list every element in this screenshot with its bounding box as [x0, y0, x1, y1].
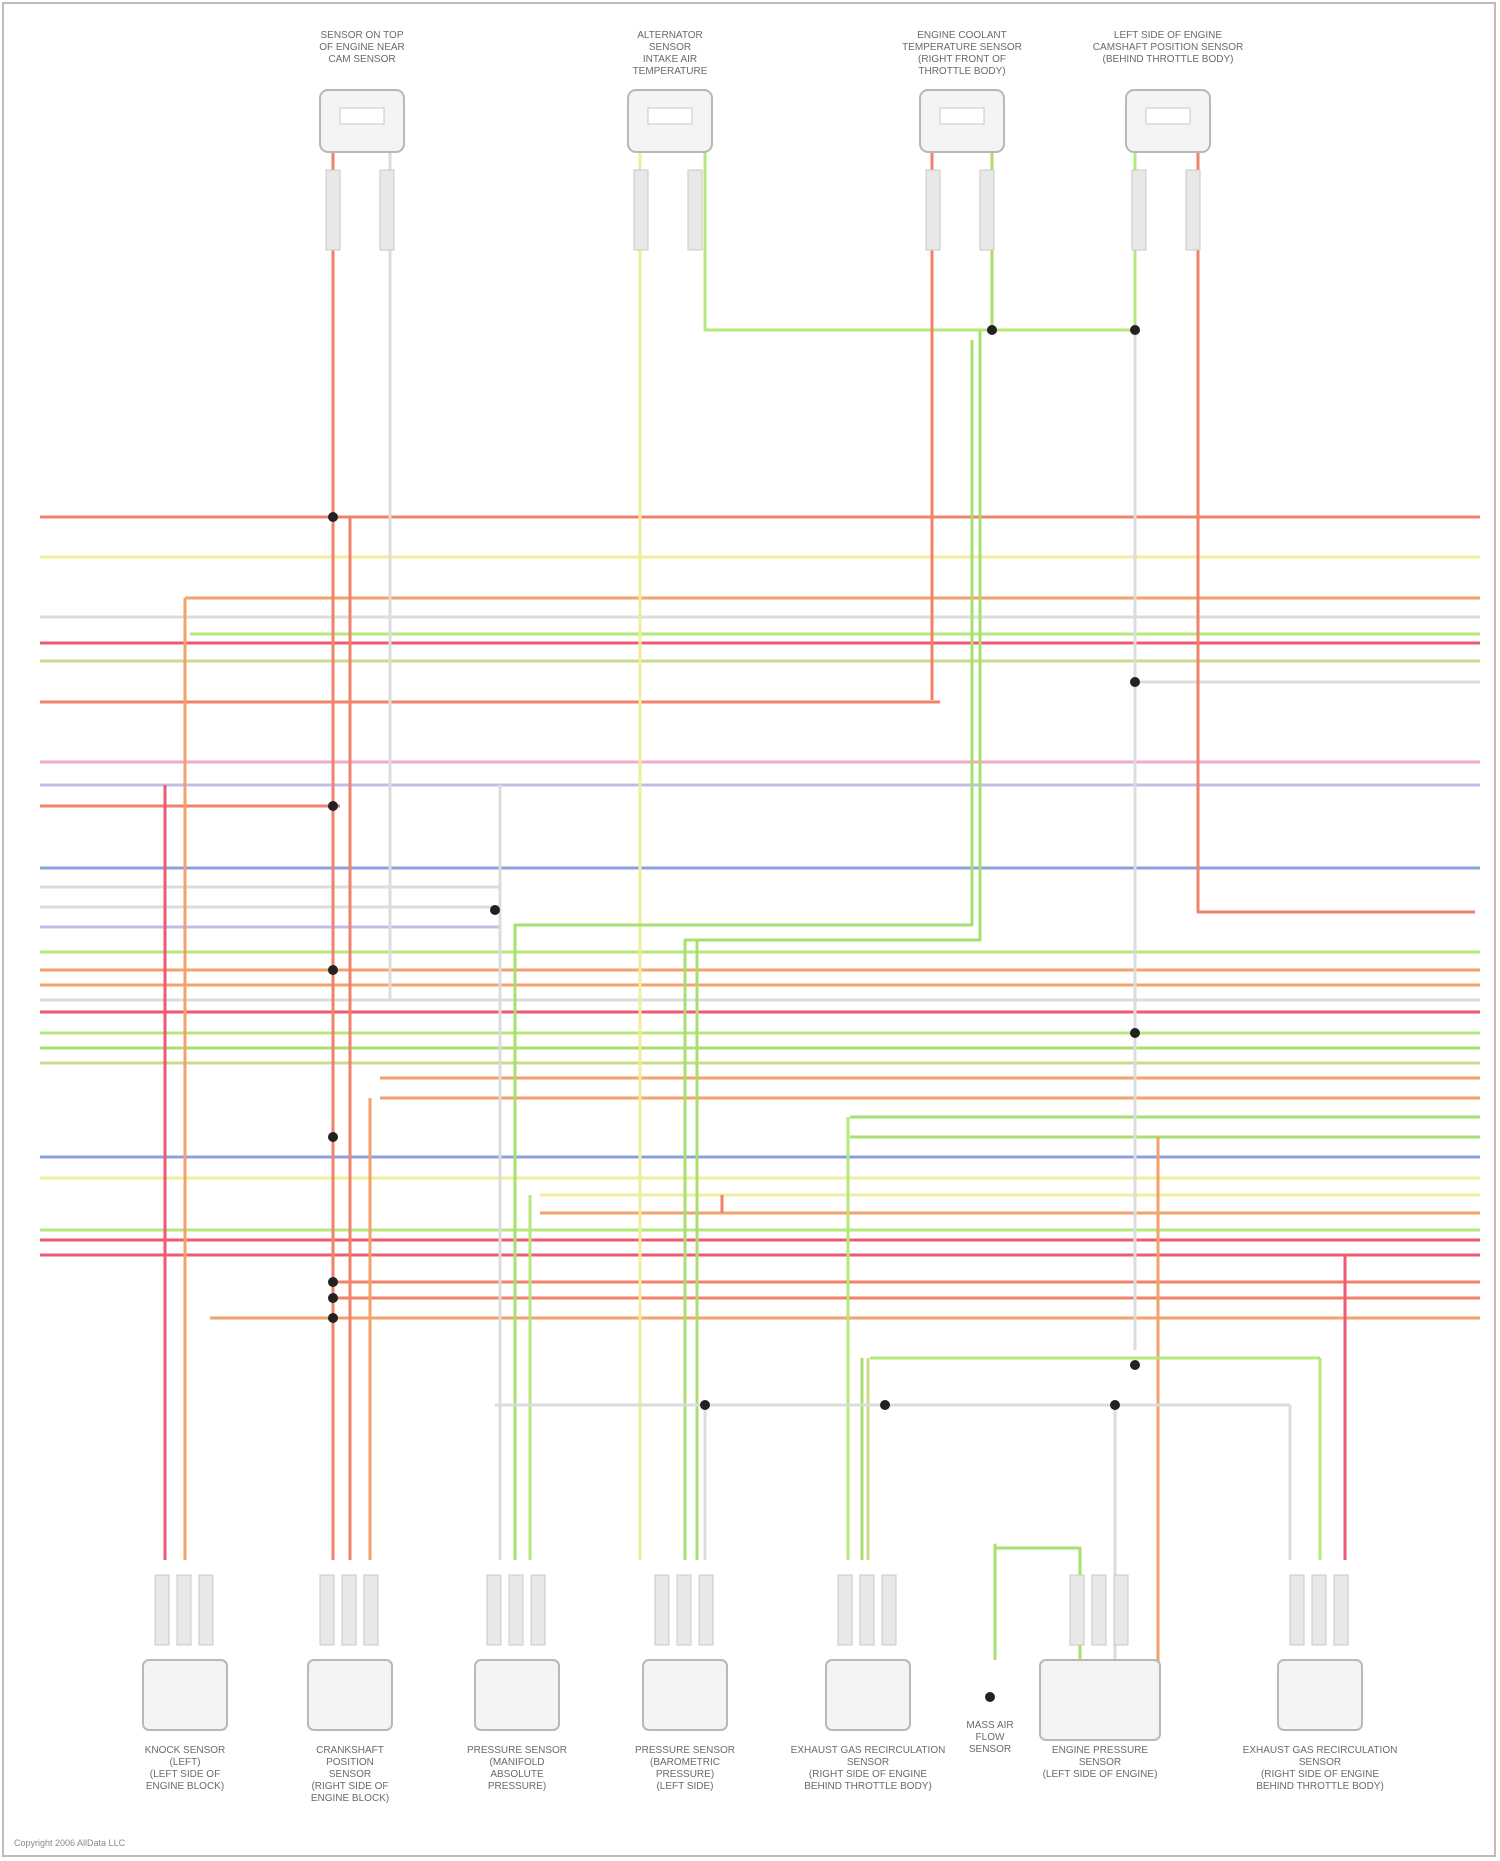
wire-label-tag [155, 1575, 169, 1645]
sensor-label: EXHAUST GAS RECIRCULATION SENSOR (RIGHT … [1225, 1745, 1415, 1793]
wire-label-tag [487, 1575, 501, 1645]
wire-label-tag [380, 170, 394, 250]
splice-dot [328, 1277, 338, 1287]
splice-dot [328, 1293, 338, 1303]
wire-label-tag [677, 1575, 691, 1645]
wire-label-tag [1186, 170, 1200, 250]
wire-label-tag [688, 170, 702, 250]
riser-wire [515, 340, 972, 1560]
copyright-text: Copyright 2006 AllData LLC [14, 1838, 125, 1848]
wire-label-tag [980, 170, 994, 250]
wire-label-tag [699, 1575, 713, 1645]
splice-dot [700, 1400, 710, 1410]
sensor-housing [1278, 1660, 1362, 1730]
splice-dot [1130, 1360, 1140, 1370]
wire-label-tag [860, 1575, 874, 1645]
riser-wire [705, 150, 1135, 330]
top-connector-label: ALTERNATOR SENSOR INTAKE AIR TEMPERATURE [570, 30, 770, 78]
sensor-label: KNOCK SENSOR (LEFT) (LEFT SIDE OF ENGINE… [90, 1745, 280, 1793]
top-connector-plug [1146, 108, 1190, 124]
top-connector-label: ENGINE COOLANT TEMPERATURE SENSOR (RIGHT… [862, 30, 1062, 78]
wire-label-tag [320, 1575, 334, 1645]
sensor-label: PRESSURE SENSOR (BAROMETRIC PRESSURE) (L… [590, 1745, 780, 1793]
sensor-housing [143, 1660, 227, 1730]
wire-label-tag [1290, 1575, 1304, 1645]
wire-label-tag [1114, 1575, 1128, 1645]
sensor-label: ENGINE PRESSURE SENSOR (LEFT SIDE OF ENG… [1005, 1745, 1195, 1781]
wire-label-tag [882, 1575, 896, 1645]
splice-dot [1130, 1028, 1140, 1038]
wire-label-tag [1334, 1575, 1348, 1645]
wire-label-tag [634, 170, 648, 250]
splice-dot [328, 512, 338, 522]
top-connector-label: LEFT SIDE OF ENGINE CAMSHAFT POSITION SE… [1068, 30, 1268, 66]
wire-label-tag [655, 1575, 669, 1645]
splice-dot [1110, 1400, 1120, 1410]
splice-dot [328, 801, 338, 811]
splice-dot [1130, 325, 1140, 335]
top-connector-plug [340, 108, 384, 124]
riser-wire [685, 330, 980, 1560]
riser-wire [1198, 150, 1475, 912]
wire-label-tag [177, 1575, 191, 1645]
splice-dot [328, 965, 338, 975]
sensor-housing [475, 1660, 559, 1730]
wire-label-tag [926, 170, 940, 250]
wire-label-tag [509, 1575, 523, 1645]
wire-label-tag [1070, 1575, 1084, 1645]
top-connector-label: SENSOR ON TOP OF ENGINE NEAR CAM SENSOR [262, 30, 462, 66]
wire-label-tag [326, 170, 340, 250]
splice-dot [1130, 677, 1140, 687]
wire-label-tag [199, 1575, 213, 1645]
splice-dot [880, 1400, 890, 1410]
splice-dot [985, 1692, 995, 1702]
wire-label-tag [364, 1575, 378, 1645]
splice-dot [987, 325, 997, 335]
sensor-label: PRESSURE SENSOR (MANIFOLD ABSOLUTE PRESS… [422, 1745, 612, 1793]
wire-label-tag [1132, 170, 1146, 250]
sensor-label: CRANKSHAFT POSITION SENSOR (RIGHT SIDE O… [255, 1745, 445, 1805]
wire-label-tag [1312, 1575, 1326, 1645]
splice-dot [490, 905, 500, 915]
top-connector-plug [648, 108, 692, 124]
splice-dot [328, 1313, 338, 1323]
splice-dot [328, 1132, 338, 1142]
wire-label-tag [838, 1575, 852, 1645]
sensor-housing [643, 1660, 727, 1730]
top-connector-plug [940, 108, 984, 124]
wire-label-tag [342, 1575, 356, 1645]
wire-label-tag [531, 1575, 545, 1645]
wire-label-tag [1092, 1575, 1106, 1645]
sensor-housing [308, 1660, 392, 1730]
